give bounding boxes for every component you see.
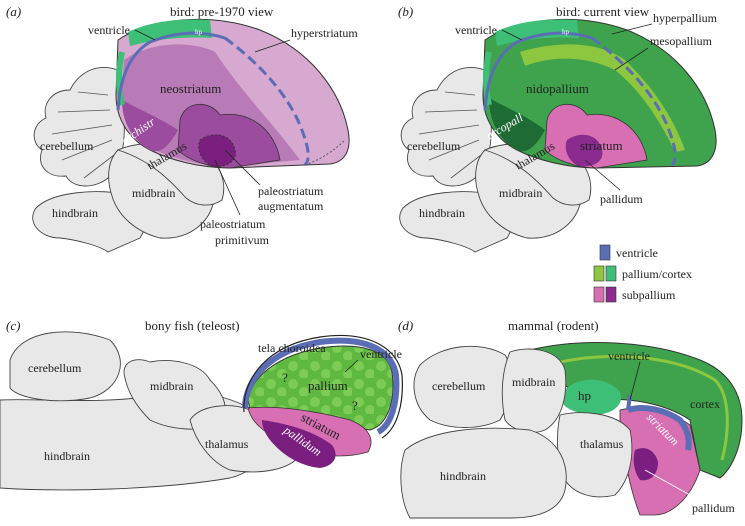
panel-d-midbrain-shape bbox=[501, 348, 567, 433]
panel-c-pallidum-region bbox=[262, 420, 336, 468]
panel-c-tela-label: tela choroidea bbox=[258, 341, 326, 355]
panel-a-hyperstriatum-label: hyperstriatum bbox=[291, 26, 358, 40]
panel-d-pallidum-label: pallidum bbox=[692, 501, 735, 515]
panel-a-letter: (a) bbox=[6, 4, 21, 19]
panel-d-hp-label: hp bbox=[578, 388, 591, 403]
panel-b-mesopallium-label: mesopallium bbox=[650, 34, 713, 48]
panel-a-hp-label: hp bbox=[195, 28, 203, 36]
panel-a-cerebellum-label: cerebellum bbox=[40, 139, 94, 153]
panel-c-cerebellum-label: cerebellum bbox=[28, 361, 82, 375]
panel-c-hindbrain-label: hindbrain bbox=[44, 449, 90, 463]
ventricle-swatch bbox=[599, 244, 611, 261]
legend-pallium-label: pallium/cortex bbox=[622, 267, 692, 281]
panel-a-hindbrain-label: hindbrain bbox=[52, 206, 98, 220]
panel-b-pallidum-label: pallidum bbox=[600, 192, 643, 206]
panel-a-paleostriatum-primitivum-region bbox=[198, 134, 236, 167]
legend: ventricle pallium/cortex subpallium bbox=[593, 244, 692, 303]
panel-a-hp-region bbox=[128, 19, 212, 46]
panel-b-striatum-label: striatum bbox=[580, 138, 623, 153]
panel-d-midbrain-label: midbrain bbox=[512, 375, 555, 389]
panel-b-mesopallium-region bbox=[520, 44, 685, 152]
panel-b-midbrain-label: midbrain bbox=[499, 186, 542, 200]
panel-a-archistriatum-region bbox=[122, 100, 178, 152]
panel-d-cerebellum-shape bbox=[413, 345, 512, 428]
panel-a-ventricle-label: ventricle bbox=[88, 23, 130, 37]
legend-subpallium-label: subpallium bbox=[622, 288, 676, 302]
panel-b-arcopallium-region bbox=[489, 98, 545, 152]
panel-c-letter: (c) bbox=[6, 318, 20, 333]
panel-d-thalamus-shape bbox=[557, 412, 633, 498]
panel-b-letter: (b) bbox=[398, 4, 413, 19]
panel-b: (b) bird: current view hp ventricle hype… bbox=[398, 4, 718, 303]
panel-c-ventricle-label: ventricle bbox=[360, 347, 402, 361]
panel-d-title: mammal (rodent) bbox=[508, 318, 599, 333]
panel-d-ventricle-label: ventricle bbox=[608, 349, 650, 363]
panel-d-cortex-region bbox=[529, 342, 743, 479]
panel-c-q1-label: ? bbox=[282, 370, 288, 385]
panel-a-paleostriatum-augmentatum-label-1: paleostriatum bbox=[258, 184, 324, 198]
panel-b-nidopallium-label: nidopallium bbox=[526, 81, 589, 96]
panel-c-cerebellum-shape bbox=[9, 331, 121, 402]
panel-a-neostriatum-label: neostriatum bbox=[160, 81, 221, 96]
panel-c-title: bony fish (teleost) bbox=[145, 318, 240, 333]
subpallium-swatch bbox=[605, 286, 617, 303]
panel-a-paleostriatum-primitivum-label-1: paleostriatum bbox=[200, 217, 266, 231]
panel-c: (c) bony fish (teleost) tela choroidea v… bbox=[0, 318, 403, 491]
pallium-swatch-light bbox=[593, 265, 605, 282]
subpallium-swatch-light bbox=[593, 286, 605, 303]
panel-d-cerebellum-label: cerebellum bbox=[432, 379, 486, 393]
panel-d-pallidum-region bbox=[633, 448, 658, 481]
panel-a: (a) bird: pre-1970 view hp ventricle hyp… bbox=[6, 4, 358, 253]
panel-b-hindbrain-label: hindbrain bbox=[419, 206, 465, 220]
panel-b-ventricle-label: ventricle bbox=[455, 23, 497, 37]
panel-b-hp-region bbox=[495, 19, 579, 46]
panel-a-paleostriatum-primitivum-label-2: primitivum bbox=[215, 233, 270, 247]
panel-b-hp-label: hp bbox=[562, 28, 570, 36]
panel-d-letter: (d) bbox=[398, 318, 413, 333]
panel-c-pallium-label: pallium bbox=[308, 378, 348, 393]
panel-b-title: bird: current view bbox=[556, 4, 650, 19]
panel-d-hindbrain-shape bbox=[400, 427, 567, 519]
panel-d-cortex-label: cortex bbox=[690, 397, 720, 411]
panel-b-hyperpallium-label: hyperpallium bbox=[653, 11, 718, 25]
panel-a-paleostriatum-augmentatum-label-2: augmentatum bbox=[258, 199, 324, 213]
legend-ventricle-label: ventricle bbox=[616, 246, 658, 260]
panel-b-pallidum-region bbox=[565, 134, 603, 167]
panel-d-thalamus-label: thalamus bbox=[580, 437, 624, 451]
panel-d: (d) mammal (rodent) ventricle hp cortex … bbox=[398, 318, 743, 519]
panel-c-midbrain-label: midbrain bbox=[150, 379, 193, 393]
panel-d-hindbrain-label: hindbrain bbox=[440, 469, 486, 483]
panel-a-midbrain-label: midbrain bbox=[132, 186, 175, 200]
panel-a-title: bird: pre-1970 view bbox=[170, 4, 274, 19]
pallium-swatch bbox=[605, 265, 617, 282]
panel-d-hp-region bbox=[560, 379, 622, 415]
panel-b-cerebellum-label: cerebellum bbox=[407, 139, 461, 153]
panel-c-thalamus-label: thalamus bbox=[205, 437, 249, 451]
panel-c-q2-label: ? bbox=[352, 398, 358, 413]
